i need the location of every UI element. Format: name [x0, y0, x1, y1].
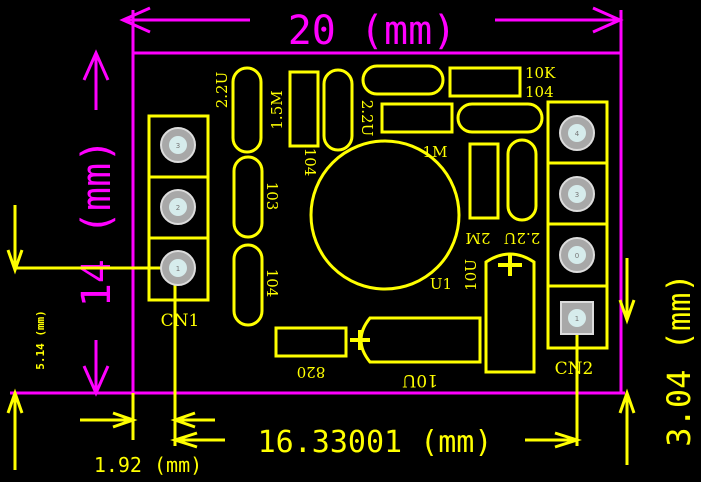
svg-text:1: 1 — [575, 315, 579, 323]
left-offset-dimension: 1.92 (mm) — [80, 393, 215, 477]
res-1m5: 1.5M — [268, 70, 320, 148]
cap-2u2-top: 2.2U — [358, 64, 445, 137]
svg-text:2.2U: 2.2U — [213, 72, 231, 109]
svg-text:4: 4 — [575, 130, 580, 138]
svg-text:104: 104 — [301, 148, 319, 177]
cn1-label: CN1 — [161, 311, 200, 331]
svg-text:10U: 10U — [462, 259, 480, 291]
pin-height-label: 5.14 (mm) — [34, 310, 47, 370]
svg-text:3: 3 — [575, 191, 579, 199]
cn2-label: CN2 — [555, 359, 594, 379]
height-label: 14 (mm) — [74, 139, 120, 308]
cn1-pin-3: 3 — [160, 127, 196, 163]
cn2-pin-0: 0 — [559, 237, 595, 273]
height-dimension: 14 (mm) — [74, 49, 120, 397]
cap-104-lower: 104 — [232, 243, 281, 327]
svg-text:3: 3 — [176, 142, 180, 150]
right-height-label: 3.04 (mm) — [660, 273, 698, 446]
svg-text:1: 1 — [176, 265, 180, 273]
cap-104-top: 104 — [301, 68, 354, 177]
cap-104-right: 104 — [456, 83, 554, 134]
u1-component: U1 — [309, 139, 461, 293]
svg-text:0: 0 — [575, 252, 579, 260]
cn2-pin-1-square: 1 — [560, 301, 594, 335]
cap-103: 103 — [232, 155, 281, 239]
svg-text:2.2U: 2.2U — [504, 229, 541, 247]
cn2-pin-4: 4 — [559, 115, 595, 151]
svg-text:2: 2 — [176, 204, 180, 212]
svg-text:10U: 10U — [402, 370, 438, 390]
res-2m: 2M — [466, 142, 500, 247]
left-offset-label: 1.92 (mm) — [94, 453, 202, 477]
pin-span-dimension: 16.33001 (mm) — [170, 268, 582, 460]
svg-text:104: 104 — [263, 269, 281, 298]
svg-text:10K: 10K — [525, 64, 556, 82]
pin-span-label: 16.33001 (mm) — [258, 425, 493, 460]
svg-text:1.5M: 1.5M — [268, 90, 286, 129]
cn2-pin-3: 3 — [559, 176, 595, 212]
svg-text:820: 820 — [297, 363, 326, 381]
res-10k: 10K — [448, 64, 556, 98]
svg-text:U1: U1 — [430, 275, 452, 293]
res-820: 820 — [274, 326, 348, 381]
width-dimension: 20 (mm) — [119, 6, 624, 54]
cn1-pin-1: 1 — [160, 250, 196, 286]
cap-10u-horizontal: 10U — [350, 316, 482, 390]
svg-text:104: 104 — [525, 83, 554, 101]
connector-cn2: 4 3 0 1 CN2 — [546, 100, 609, 379]
svg-text:103: 103 — [263, 182, 281, 211]
width-label: 20 (mm) — [288, 8, 457, 54]
cap-2u2-right: 2.2U — [504, 138, 541, 247]
cap-2u2-left: 2.2U — [213, 66, 263, 154]
cap-10u-vertical: 10U — [462, 252, 536, 374]
svg-text:2M: 2M — [466, 229, 491, 247]
cn1-pin-2: 2 — [160, 189, 196, 225]
res-1m: 1M — [380, 102, 454, 161]
connector-cn1: 3 2 1 CN1 — [147, 114, 210, 331]
svg-text:2.2U: 2.2U — [358, 100, 376, 137]
right-height-dimension: 3.04 (mm) — [618, 258, 698, 465]
